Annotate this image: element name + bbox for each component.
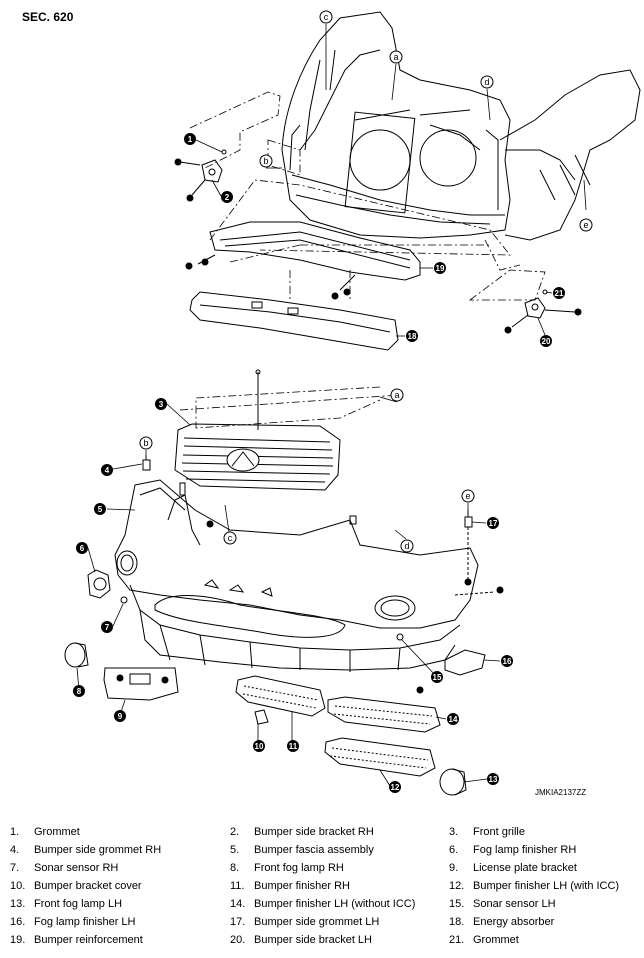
svg-text:a: a (393, 52, 398, 62)
callout-12: 12 (389, 781, 401, 793)
callout-16: 16 (501, 655, 513, 667)
svg-text:11: 11 (289, 742, 298, 751)
front-fog-lamp-lh-13 (439, 768, 467, 796)
exploded-parts-diagram: 1 2 3 4 5 6 7 8 9 10 11 12 13 14 15 16 1… (64, 10, 641, 796)
bumper-finisher-lh-12 (324, 737, 436, 777)
bumper-side-grommet-rh-4 (142, 455, 151, 471)
letter-callout-e-top: e (579, 218, 593, 232)
bumper-side-bracket-rh-2 (174, 149, 227, 202)
bumper-reinforcement-19 (185, 221, 421, 300)
letter-callout-a-top: a (389, 50, 403, 64)
bumper-fascia-assembly-5 (114, 479, 479, 672)
letter-callout-c-bottom: c (223, 531, 237, 545)
svg-text:17: 17 (489, 519, 498, 528)
svg-text:3: 3 (159, 400, 164, 409)
front-fog-lamp-rh-8 (64, 642, 89, 668)
letter-callout-c-top: c (319, 10, 333, 24)
svg-text:a: a (394, 390, 399, 400)
callout-8: 8 (73, 685, 85, 697)
callout-5: 5 (94, 503, 106, 515)
callout-14: 14 (447, 713, 459, 725)
callout-3: 3 (155, 398, 167, 410)
callout-17: 17 (487, 517, 499, 529)
bumper-finisher-rh-11 (235, 675, 326, 717)
svg-text:6: 6 (80, 544, 85, 553)
svg-text:2: 2 (225, 193, 230, 202)
svg-text:7: 7 (105, 623, 110, 632)
svg-text:9: 9 (118, 712, 123, 721)
svg-text:d: d (484, 77, 489, 87)
svg-text:19: 19 (436, 264, 445, 273)
svg-text:21: 21 (555, 289, 564, 298)
letter-callout-d-bottom: d (400, 539, 414, 553)
svg-text:13: 13 (489, 775, 498, 784)
fog-lamp-finisher-lh-16 (444, 649, 486, 676)
svg-text:c: c (228, 533, 233, 543)
license-plate-bracket-9 (103, 667, 179, 701)
svg-text:10: 10 (255, 742, 264, 751)
callout-13: 13 (487, 773, 499, 785)
callout-1: 1 (184, 133, 196, 145)
letter-callout-e-bottom: e (461, 489, 475, 503)
callout-21: 21 (553, 287, 565, 299)
callout-18: 18 (406, 330, 418, 342)
letter-callout-a-bottom: a (390, 388, 404, 402)
letter-callouts: c a d b e a b c d e (139, 10, 593, 553)
section-label: SEC. 620 (22, 10, 74, 24)
svg-text:b: b (263, 156, 268, 166)
front-grille-3 (174, 369, 341, 491)
svg-text:16: 16 (503, 657, 512, 666)
fog-lamp-finisher-rh-6 (87, 569, 111, 599)
letter-callout-d-top: d (480, 75, 494, 89)
sonar-sensor-lh-15 (396, 633, 404, 641)
figure-code: JMKIA2137ZZ (535, 788, 587, 797)
svg-text:e: e (583, 220, 588, 230)
svg-text:12: 12 (391, 783, 400, 792)
bumper-finisher-lh-14 (327, 696, 441, 733)
svg-text:c: c (324, 12, 329, 22)
callout-9: 9 (114, 710, 126, 722)
svg-text:4: 4 (105, 466, 110, 475)
vehicle-body-outline (281, 11, 641, 241)
svg-text:8: 8 (77, 687, 82, 696)
bumper-bracket-clips (179, 482, 357, 528)
callout-20: 20 (540, 335, 552, 347)
callout-2: 2 (221, 191, 233, 203)
svg-text:b: b (143, 438, 148, 448)
svg-text:18: 18 (408, 332, 417, 341)
bumper-side-bracket-lh-20 (504, 289, 582, 334)
letter-callout-b-bottom: b (139, 436, 153, 450)
svg-text:15: 15 (433, 673, 442, 682)
bumper-side-grommet-lh-17 (454, 510, 504, 596)
callout-7: 7 (101, 621, 113, 633)
letter-callout-b-top: b (259, 154, 273, 168)
svg-text:14: 14 (449, 715, 458, 724)
callout-15: 15 (431, 671, 443, 683)
callout-10: 10 (253, 740, 265, 752)
callout-11: 11 (287, 740, 299, 752)
svg-text:5: 5 (98, 505, 103, 514)
sonar-sensor-rh-7 (120, 596, 128, 604)
svg-text:e: e (465, 491, 470, 501)
svg-text:20: 20 (542, 337, 551, 346)
callout-19: 19 (434, 262, 446, 274)
energy-absorber-18 (189, 291, 399, 351)
callout-6: 6 (76, 542, 88, 554)
svg-text:d: d (404, 541, 409, 551)
svg-text:1: 1 (188, 135, 193, 144)
callout-4: 4 (101, 464, 113, 476)
numbered-callouts: 1 2 3 4 5 6 7 8 9 10 11 12 13 14 15 16 1… (73, 133, 565, 793)
bumper-bracket-cover-10 (254, 709, 269, 725)
